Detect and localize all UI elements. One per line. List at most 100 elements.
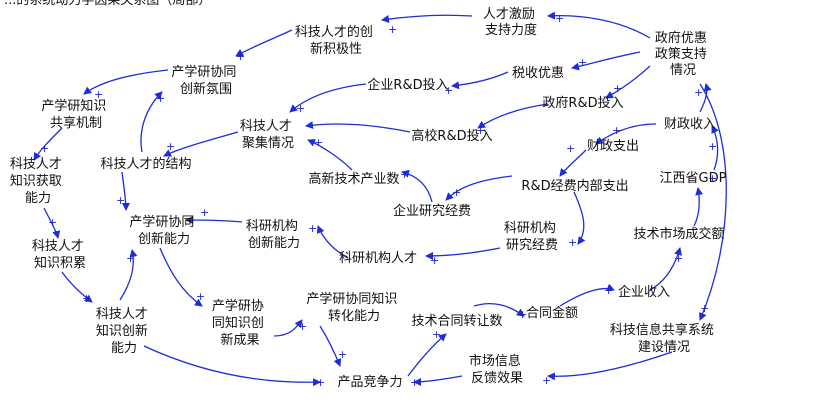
link-shichang-chanpin [413,375,463,386]
polarity-sign: + [542,374,551,387]
polarity-sign: + [432,328,441,341]
node-zhengfu-youhui: 政府优惠 政策支持 情况 [655,31,711,78]
link-zhuanhua-chanpin [319,325,342,367]
node-shuishou-youhui: 税收优惠 [512,66,564,81]
polarity-sign: + [40,142,49,155]
node-zhuanhua-nengli: 产学研协同知识 转化能力 [306,291,401,324]
node-qiye-jingfei: 企业研究经费 [393,203,471,219]
polarity-sign: + [200,206,209,219]
link-juji-jiegou [163,131,239,157]
polarity-sign: + [604,284,613,297]
polarity-sign: + [674,252,683,265]
node-chuangxin-jijixing: 科技人才的创 新积极性 [295,24,377,57]
node-chanpin-jingzheng: 产品竞争力 [337,374,402,390]
polarity-sign: + [116,194,125,207]
polarity-sign: + [476,124,485,137]
node-hetong-jine: 合同金额 [526,305,578,321]
link-jiegou-fenwei [140,91,163,153]
node-zhishi-chengguo: 产学研协 同知识创 新成果 [212,298,268,348]
node-jishu-shichang: 技术市场成交额 [633,226,724,242]
polarity-sign: + [316,376,325,389]
link-jilei-chuangxin [61,271,93,303]
polarity-sign: + [308,222,317,235]
node-zhengfu-rd: 政府R&D投入 [542,95,623,111]
variable-labels: 人才激励 支持力度 政府优惠 政策支持 情况 科技人才的创 新积极性 产学研协同… [10,7,727,390]
polarity-sign: + [236,50,245,63]
node-shichang-xinxi: 市场信息 反馈效果 [469,353,525,386]
link-chuangxinnl-chengguo [159,247,203,307]
node-chuangxin-nengli: 产学研协同 创新能力 [129,214,198,247]
polarity-sign: + [566,142,575,155]
link-caizhengsr-zc [595,123,657,145]
link-jishu-gdp [693,187,704,227]
polarity-sign: + [444,84,453,97]
link-zhengfu-zhengfurd [605,65,651,99]
header-fragment: ...的系统动力学因果关系图（局部） [4,0,211,8]
link-zhengfu-shuishou [571,51,641,71]
link-qiyerd-juji [289,83,367,113]
link-zhishi-huoqu [33,127,63,161]
node-rencai-jiegou: 科技人才的结构 [100,156,191,172]
link-zhengfurd-gaoxiao [477,103,549,129]
link-xinxi-shichang [547,351,673,381]
link-jine-qiyesr [559,283,615,307]
polarity-sign: + [48,216,57,229]
polarity-signs: + + + + + + + + + + + + + + + + + + + + … [40,12,717,389]
polarity-sign: + [82,292,91,305]
node-chuangxin-fenwei: 产学研协同 创新氛围 [171,64,240,97]
polarity-sign: + [694,86,703,99]
polarity-sign: + [708,140,717,153]
node-rencai-juji: 科技人才 聚集情况 [240,119,296,151]
node-rencai-jili: 人才激励 支持力度 [483,7,539,38]
polarity-sign: + [298,320,307,333]
link-zhengfu-xinxi [699,83,727,321]
polarity-sign: + [708,172,717,185]
link-gaoxiao-juji [305,121,411,133]
polarity-sign: + [400,168,409,181]
node-keyan-jingfei: 科研机构 研究经费 [504,221,560,253]
polarity-sign: + [314,136,323,149]
polarity-sign: + [156,92,165,105]
link-jiegou-chuangxinnl [121,171,130,211]
polarity-sign: + [578,56,587,69]
link-keyanrc-keyannl [316,225,349,259]
causal-links [33,11,727,387]
node-zhishi-gongxiang: 产学研知识 共享机制 [41,98,110,131]
link-hetong-jine [473,302,525,317]
link-chuangxin-chuangxinnl [119,249,138,301]
polarity-sign: + [196,290,205,303]
node-zhishi-chuangxin: 科技人才 知识创新 能力 [96,307,152,356]
link-caizhengzc-rdnb [559,149,587,177]
link-qiyejf-gaoxin [401,169,433,203]
polarity-sign: + [166,140,175,153]
node-jiangxi-gdp: 江西省GDP [660,171,727,186]
polarity-sign: + [518,308,527,321]
polarity-sign: + [700,302,709,315]
node-gaoxiao-rd: 高校R&D投入 [411,128,492,144]
node-caizheng-zhichu: 财政支出 [587,139,639,154]
polarity-sign: + [410,376,419,389]
polarity-sign: + [94,88,103,101]
link-rdnb-keyanjf [573,191,586,245]
polarity-sign: + [613,82,622,95]
link-jijixing-fenwei [235,29,293,57]
link-qiyesr-jishu [649,247,682,291]
link-jili-jijixing [381,14,473,23]
link-gaoxin-juji [307,139,353,171]
polarity-sign: + [568,236,577,249]
polarity-sign: + [126,252,135,265]
node-keyan-nengli: 科研机构 创新能力 [246,219,302,251]
node-zhishi-huoqu: 科技人才 知识获取 能力 [10,157,66,206]
node-xinxi-gongxiang: 科技信息共享系统 建设情况 [610,322,718,355]
link-rdnb-qiyejf [445,175,513,201]
link-keyanjf-keyanrc [425,247,501,260]
link-gdp-caizhengsr [711,125,719,171]
node-gaoxin-chanye: 高新技术产业数 [308,171,399,187]
polarity-sign: + [452,186,461,199]
polarity-sign: + [296,102,305,115]
node-zhishi-jilei: 科技人才 知识积累 [32,239,88,271]
link-caizhengsr-zhengfu [699,83,712,113]
polarity-sign: + [338,348,347,361]
link-fenwei-zhishi [83,69,169,95]
